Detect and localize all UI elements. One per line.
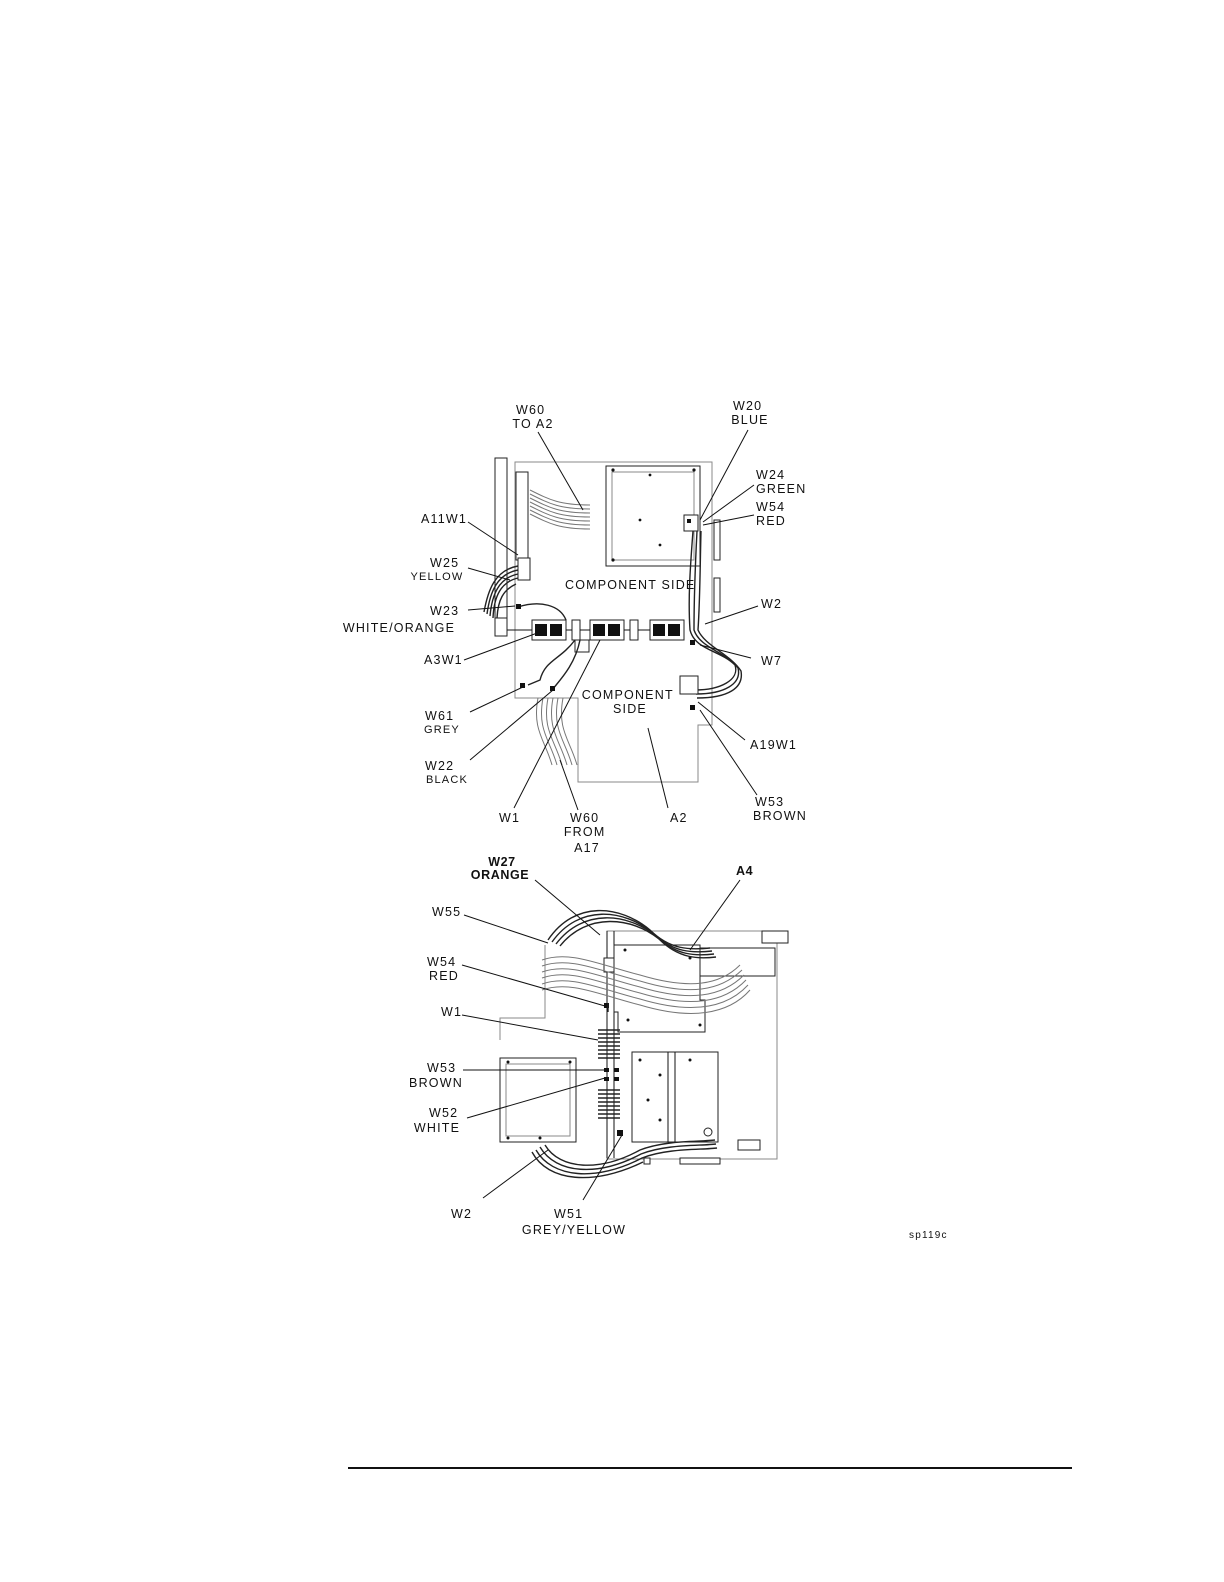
label-w55: W55 — [432, 905, 461, 919]
label-w20-blue: W20 BLUE — [731, 399, 768, 427]
label-w25-yellow: W25 YELLOW — [410, 556, 464, 583]
label-w54-red-bottom: W54 RED — [427, 955, 461, 983]
bottom-view: W27 ORANGE A4 W55 W54 RED W1 W53 BROWN W… — [409, 855, 788, 1237]
label-w7: W7 — [761, 654, 782, 668]
label-w53-brown-bottom: W53 BROWN — [409, 1061, 463, 1090]
label-w1-bottom: W1 — [441, 1005, 462, 1019]
relay-row — [507, 620, 684, 652]
label-a3w1: A3W1 — [424, 653, 463, 667]
label-w27-orange: W27 ORANGE — [471, 855, 529, 882]
label-w52-white: W52 WHITE — [414, 1106, 463, 1135]
coil-w1 — [598, 1030, 620, 1118]
label-w61-grey: W61 GREY — [424, 709, 460, 736]
label-w2-bottom: W2 — [451, 1207, 472, 1221]
label-w51-grey-yellow: W51 GREY/YELLOW — [522, 1207, 626, 1237]
figure-code: sp119c — [909, 1230, 948, 1241]
footer-rule — [348, 1467, 1072, 1469]
label-w1-top: W1 — [499, 811, 520, 825]
label-w60-from-a17: W60 FROM A17 — [564, 811, 610, 855]
label-a11w1: A11W1 — [421, 512, 467, 526]
label-a19w1: A19W1 — [750, 738, 797, 752]
label-w24-green: W24 GREEN — [756, 468, 806, 496]
top-view: W60 TO A2 W20 BLUE W24 GREEN W54 RED A11… — [343, 399, 807, 855]
label-w23-white-orange: W23 WHITE/ORANGE — [343, 604, 464, 635]
ribbon-w60-top — [530, 490, 590, 529]
label-component-side-upper: COMPONENT SIDE — [565, 578, 695, 592]
label-component-side-lower: COMPONENT SIDE — [582, 688, 679, 716]
ribbon-w60-bottom — [536, 698, 577, 765]
label-w60-to-a2: W60 TO A2 — [512, 403, 553, 431]
bottom-leaders — [462, 880, 740, 1200]
label-a4: A4 — [736, 864, 753, 878]
label-w53-brown-top: W53 BROWN — [753, 795, 807, 823]
label-w54-red: W54 RED — [756, 500, 790, 528]
label-a2: A2 — [670, 811, 688, 825]
label-w2-top: W2 — [761, 597, 782, 611]
label-w22-black: W22 BLACK — [425, 759, 468, 786]
